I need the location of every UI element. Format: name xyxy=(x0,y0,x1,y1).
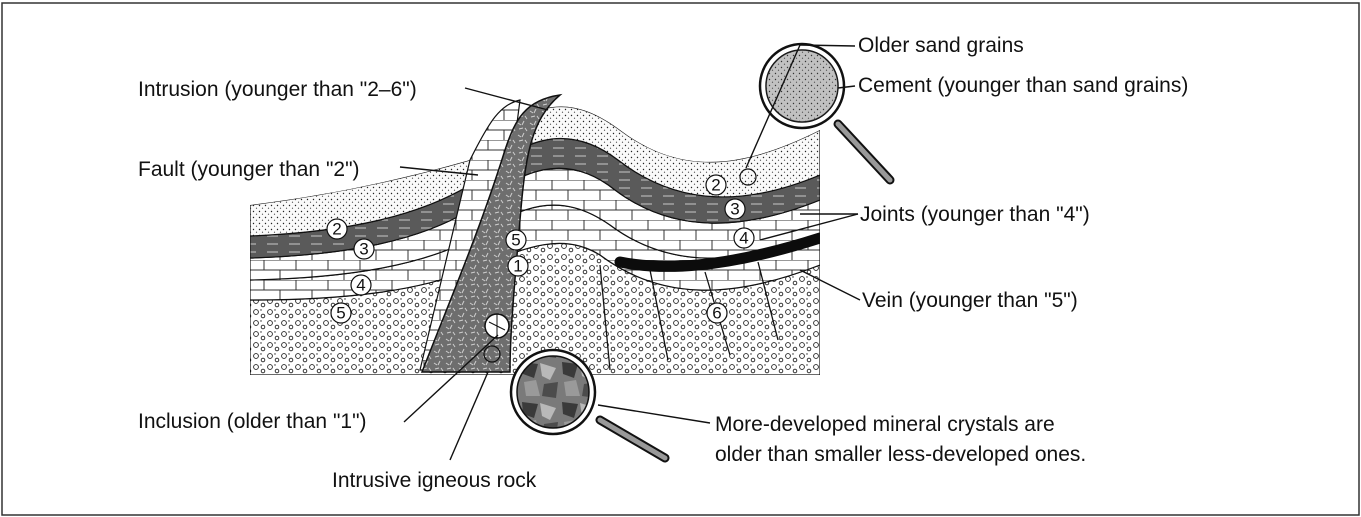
label-crystals-line1: More-developed mineral crystals are xyxy=(715,413,1055,436)
label-crystals-line2: older than smaller less-developed ones. xyxy=(715,443,1086,466)
label-joints: Joints (younger than "4") xyxy=(860,203,1090,226)
svg-text:5: 5 xyxy=(336,304,345,323)
label-cement: Cement (younger than sand grains) xyxy=(858,74,1188,97)
label-intrusion: Intrusion (younger than "2–6") xyxy=(138,78,417,101)
layer-number-2-left: 2 xyxy=(327,219,347,239)
svg-text:2: 2 xyxy=(711,176,720,195)
svg-text:3: 3 xyxy=(359,240,368,259)
label-inclusion: Inclusion (older than "1") xyxy=(138,410,367,433)
label-older-sand-grains: Older sand grains xyxy=(858,34,1024,57)
layer-number-3-right: 3 xyxy=(725,199,745,219)
svg-text:4: 4 xyxy=(739,229,748,248)
svg-text:6: 6 xyxy=(712,304,721,323)
layer-number-3-left: 3 xyxy=(354,239,374,259)
svg-text:5: 5 xyxy=(511,231,520,250)
svg-text:2: 2 xyxy=(332,220,341,239)
svg-text:3: 3 xyxy=(730,200,739,219)
label-vein: Vein (younger than "5") xyxy=(862,289,1078,312)
layer-number-4-right: 4 xyxy=(734,228,754,248)
layer-number-6: 6 xyxy=(707,303,727,323)
layer-number-1: 1 xyxy=(508,256,528,276)
layer-number-4-left: 4 xyxy=(351,275,371,295)
svg-text:1: 1 xyxy=(513,257,522,276)
svg-text:4: 4 xyxy=(356,276,365,295)
layer-number-2-right: 2 xyxy=(706,175,726,195)
layer-number-5-right: 5 xyxy=(506,230,526,250)
layer-number-5-left: 5 xyxy=(331,303,351,323)
label-intrusive-igneous-rock: Intrusive igneous rock xyxy=(332,469,537,492)
label-fault: Fault (younger than "2") xyxy=(138,158,360,181)
